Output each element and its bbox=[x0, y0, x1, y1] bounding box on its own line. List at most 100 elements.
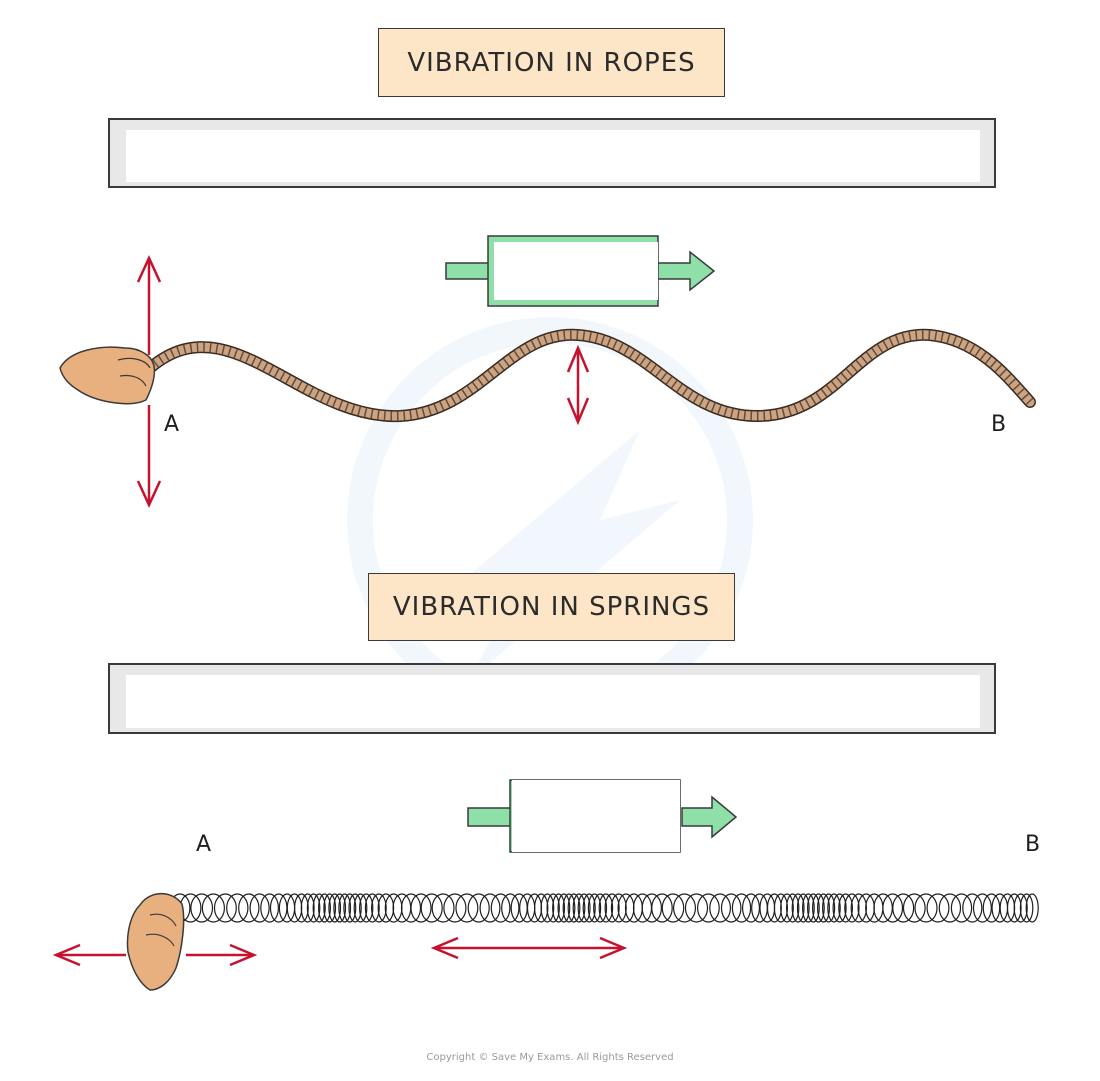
spring-coil bbox=[318, 893, 332, 923]
spring-coil bbox=[816, 893, 830, 923]
spring-coil bbox=[534, 893, 549, 923]
spring-coil bbox=[802, 893, 815, 923]
hand-icon bbox=[126, 892, 185, 991]
spring-coil bbox=[348, 893, 362, 923]
spring-coil bbox=[562, 893, 576, 923]
spring-coil bbox=[300, 893, 315, 923]
spring-coil bbox=[501, 893, 520, 923]
spring-coil bbox=[791, 893, 805, 923]
spring-coil bbox=[902, 893, 926, 923]
spring-coil bbox=[962, 893, 983, 923]
spring-coil bbox=[546, 893, 560, 923]
spring-coil bbox=[1019, 893, 1034, 923]
spring-coil bbox=[552, 893, 566, 923]
spring-coil bbox=[720, 893, 742, 923]
spring-point-b-label: B bbox=[1025, 832, 1041, 857]
spring-coil bbox=[190, 893, 214, 923]
spring-coil bbox=[359, 893, 374, 923]
hand-icon bbox=[59, 346, 156, 405]
spring-coil bbox=[709, 893, 731, 923]
spring-coil bbox=[333, 893, 347, 923]
banner-springs-text bbox=[126, 675, 980, 728]
spring-coil bbox=[850, 893, 868, 923]
spring-coil bbox=[443, 893, 467, 923]
spring-coil bbox=[1006, 893, 1022, 923]
energy-label-springs bbox=[512, 780, 680, 852]
spring-coil bbox=[807, 893, 820, 923]
spring-coil bbox=[420, 893, 443, 923]
spring-coil bbox=[306, 893, 321, 923]
banner-springs bbox=[108, 663, 996, 734]
spring bbox=[169, 893, 1039, 923]
spring-coil bbox=[338, 893, 352, 923]
copyright-notice: Copyright © Save My Exams. All Rights Re… bbox=[426, 1052, 674, 1063]
spring-coil bbox=[697, 893, 720, 923]
spring-coil bbox=[343, 893, 357, 923]
spring-coil bbox=[587, 893, 602, 923]
spring-point-a-label: A bbox=[196, 832, 212, 857]
spring-coil bbox=[323, 893, 337, 923]
spring-coil bbox=[400, 893, 422, 923]
spring-coil bbox=[832, 893, 847, 923]
spring-coil bbox=[557, 893, 571, 923]
spring-coil bbox=[490, 893, 511, 923]
spring-coil bbox=[226, 893, 249, 923]
title-springs: VIBRATION IN SPRINGS bbox=[368, 573, 735, 641]
spring-coil bbox=[821, 893, 836, 923]
vibration-arrow-icon bbox=[566, 344, 590, 426]
spring-coil bbox=[249, 893, 270, 923]
spring-coil bbox=[812, 893, 825, 923]
spring-coil bbox=[838, 893, 853, 923]
spring-coil bbox=[371, 893, 387, 923]
spring-coil bbox=[731, 893, 752, 923]
spring-coil bbox=[926, 893, 950, 923]
spring-coil bbox=[641, 893, 663, 923]
banner-ropes bbox=[108, 118, 996, 188]
spring-coil bbox=[938, 893, 962, 923]
spring-coil bbox=[844, 893, 860, 923]
title-ropes: VIBRATION IN ROPES bbox=[378, 28, 725, 97]
spring-coil bbox=[213, 893, 237, 923]
spring-coil bbox=[972, 893, 992, 923]
spring-coil bbox=[741, 893, 760, 923]
spring-coil bbox=[567, 893, 581, 923]
banner-ropes-text bbox=[126, 130, 980, 182]
spring-coil bbox=[410, 893, 432, 923]
spring-coil bbox=[582, 893, 596, 923]
spring-coil bbox=[467, 893, 490, 923]
spring-coil bbox=[780, 893, 794, 923]
spring-coil bbox=[593, 893, 608, 923]
spring-coil bbox=[684, 893, 709, 923]
spring-coil bbox=[661, 893, 685, 923]
spring-coil bbox=[431, 893, 455, 923]
vibration-arrow-icon bbox=[52, 943, 258, 967]
spring-coil bbox=[455, 893, 479, 923]
rope bbox=[144, 328, 1036, 423]
spring-coil bbox=[353, 893, 368, 923]
spring-coil bbox=[328, 893, 342, 923]
spring-coil bbox=[260, 893, 280, 923]
spring-coil bbox=[364, 893, 380, 923]
spring-coil bbox=[610, 893, 627, 923]
spring-coil bbox=[1025, 893, 1039, 923]
spring-coil bbox=[796, 893, 810, 923]
spring-coil bbox=[914, 893, 938, 923]
energy-label-ropes bbox=[494, 242, 658, 300]
vibration-arrow-icon bbox=[136, 254, 162, 509]
spring-coil bbox=[786, 893, 800, 923]
spring-coil bbox=[312, 893, 326, 923]
spring-coil bbox=[1013, 893, 1028, 923]
spring-coil bbox=[577, 893, 591, 923]
spring-coil bbox=[651, 893, 673, 923]
spring-coil bbox=[598, 893, 614, 923]
spring-coil bbox=[540, 893, 555, 923]
spring-coil bbox=[479, 893, 501, 923]
rope-point-b-label: B bbox=[991, 412, 1007, 437]
spring-coil bbox=[827, 893, 841, 923]
spring-coil bbox=[238, 893, 260, 923]
vibration-arrow-icon bbox=[430, 936, 628, 960]
spring-coil bbox=[294, 893, 309, 923]
spring-coil bbox=[882, 893, 904, 923]
spring-coil bbox=[773, 893, 789, 923]
spring-coil bbox=[604, 893, 620, 923]
